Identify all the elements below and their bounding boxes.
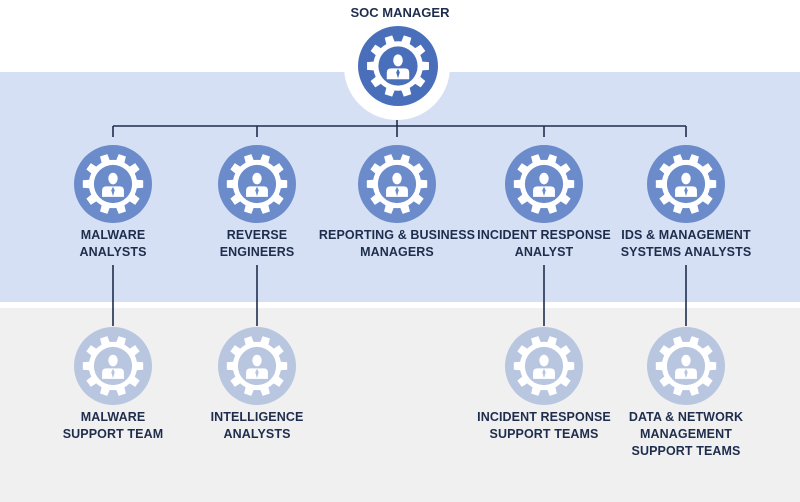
level1-label-line: SYSTEMS ANALYSTS: [620, 245, 752, 259]
level1-label-line: REVERSE: [226, 228, 288, 242]
level2-label: INTELLIGENCE ANALYSTS: [172, 409, 342, 443]
level1-node: [647, 145, 725, 223]
person-gear-icon: [74, 327, 152, 405]
person-gear-icon: [647, 145, 725, 223]
level2-label: MALWARE SUPPORT TEAM: [28, 409, 198, 443]
level1-node: [74, 145, 152, 223]
level1-label: IDS & MANAGEMENT SYSTEMS ANALYSTS: [601, 227, 771, 261]
person-gear-icon: [218, 145, 296, 223]
level1-label-line: REPORTING & BUSINESS: [318, 228, 476, 242]
level2-label-line: SUPPORT TEAMS: [489, 427, 599, 441]
level1-label-line: ANALYST: [514, 245, 574, 259]
level2-node: [647, 327, 725, 405]
person-gear-icon: [74, 145, 152, 223]
person-gear-icon: [218, 327, 296, 405]
level1-label-line: ENGINEERS: [219, 245, 295, 259]
person-gear-icon: [647, 327, 725, 405]
level1-label-line: INCIDENT RESPONSE: [477, 228, 611, 242]
person-gear-icon: [358, 26, 438, 106]
level2-label-line: ANALYSTS: [223, 427, 291, 441]
level1-label-line: ANALYSTS: [79, 245, 147, 259]
person-gear-icon: [358, 145, 436, 223]
level2-label-line: INCIDENT RESPONSE: [477, 410, 611, 424]
level2-node: [74, 327, 152, 405]
level1-label: MALWARE ANALYSTS: [28, 227, 198, 261]
level1-label: INCIDENT RESPONSE ANALYST: [459, 227, 629, 261]
level1-label: REVERSE ENGINEERS: [172, 227, 342, 261]
level2-node: [218, 327, 296, 405]
level1-label-line: MALWARE: [80, 228, 146, 242]
level2-label-line: DATA & NETWORK: [628, 410, 744, 424]
level1-node: [358, 145, 436, 223]
level1-node: [505, 145, 583, 223]
soc-manager-node: [358, 26, 438, 106]
level2-label-line: SUPPORT TEAM: [62, 427, 164, 441]
root-title: SOC MANAGER: [350, 5, 450, 20]
level2-label-line: SUPPORT TEAMS: [631, 444, 741, 458]
level1-label-line: IDS & MANAGEMENT: [621, 228, 751, 242]
level2-label-line: MANAGEMENT: [640, 427, 732, 441]
level2-node: [505, 327, 583, 405]
level2-label: INCIDENT RESPONSE SUPPORT TEAMS: [459, 409, 629, 443]
person-gear-icon: [505, 327, 583, 405]
person-gear-icon: [505, 145, 583, 223]
level1-label-line: MANAGERS: [360, 245, 434, 259]
level2-label-line: MALWARE: [80, 410, 146, 424]
level2-label: DATA & NETWORK MANAGEMENT SUPPORT TEAMS: [601, 409, 771, 460]
level1-node: [218, 145, 296, 223]
level1-label: REPORTING & BUSINESS MANAGERS: [312, 227, 482, 261]
level2-label-line: INTELLIGENCE: [210, 410, 304, 424]
